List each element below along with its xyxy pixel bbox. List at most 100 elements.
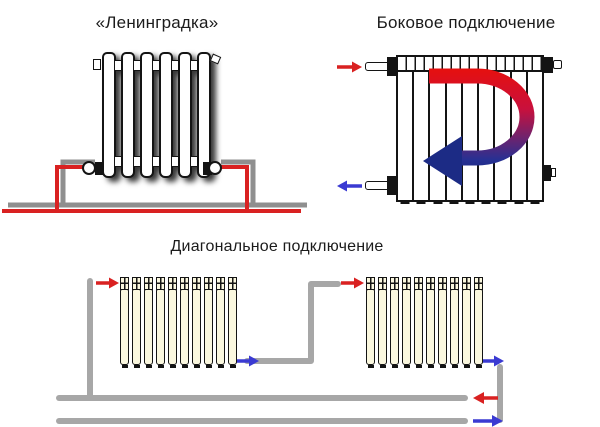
section-nipple-top-icon (113, 60, 122, 71)
radiator-section (512, 72, 528, 204)
radiator-section (197, 52, 211, 178)
inlet-fitting (387, 57, 397, 76)
left-connector (95, 162, 104, 175)
section-body (168, 288, 177, 365)
radiator-section (121, 52, 141, 178)
radiator-section (414, 72, 431, 204)
radiator-section (479, 72, 496, 204)
section-body (120, 288, 129, 365)
section-foot (157, 364, 164, 368)
section-foot (530, 200, 540, 204)
radiator-section (159, 52, 179, 178)
diagonal-connection-title: Диагональное подключение (170, 238, 384, 255)
outlet-pipe-stub (365, 181, 388, 190)
radiator-section (178, 52, 198, 178)
system-supply-arrow (473, 392, 498, 404)
radiator2-inlet-arrow (341, 277, 364, 289)
outlet-fitting (387, 176, 397, 195)
diagonal-radiator-1 (120, 277, 237, 368)
left-valve-icon (82, 161, 96, 175)
radiator-section (228, 277, 237, 368)
section-body (474, 288, 483, 365)
section-nipple-bottom-icon (170, 156, 179, 167)
radiator-section (462, 277, 471, 368)
radiator-section (204, 277, 213, 368)
section-foot (463, 364, 470, 368)
section-foot (439, 364, 446, 368)
section-foot (449, 200, 459, 204)
section-foot (403, 364, 410, 368)
section-nipple-bottom-icon (113, 156, 122, 167)
radiator-top-manifold (396, 55, 544, 72)
section-body (426, 288, 435, 365)
radiator-section (168, 277, 177, 368)
drain-plug-icon (551, 168, 556, 177)
section-body (156, 288, 165, 365)
right-connector (203, 162, 212, 175)
section-foot (145, 364, 152, 368)
section-body (438, 288, 447, 365)
radiator-section (474, 277, 483, 368)
section-foot (121, 364, 128, 368)
radiator1-inlet-arrow (96, 277, 119, 289)
section-foot (217, 364, 224, 368)
radiator-section (120, 277, 129, 368)
shadow-right-riser (221, 159, 256, 207)
radiator2-outlet-arrow (481, 355, 504, 367)
system-return-arrow (473, 415, 503, 427)
section-body (462, 288, 471, 365)
section-foot (367, 364, 374, 368)
section-foot (391, 364, 398, 368)
section-body (192, 288, 201, 365)
radiator-section (402, 277, 411, 368)
side-outlet-arrow (337, 180, 362, 192)
section-body (390, 288, 399, 365)
section-foot (465, 200, 475, 204)
diagonal-radiator-2 (366, 277, 483, 368)
section-foot (415, 364, 422, 368)
air-vent-icon (209, 53, 222, 65)
section-foot (181, 364, 188, 368)
right-riser-pipe (216, 165, 249, 211)
section-body (216, 288, 225, 365)
section-body (204, 288, 213, 365)
section-foot (475, 364, 482, 368)
right-valve-icon (208, 161, 222, 175)
section-foot (481, 200, 491, 204)
left-plug-icon (93, 59, 101, 70)
leningradka-title: «Ленинградка» (95, 13, 219, 32)
section-foot (400, 200, 410, 204)
section-foot (133, 364, 140, 368)
radiator-section (426, 277, 435, 368)
side-inlet-arrow (337, 61, 362, 73)
radiator-section (132, 277, 141, 368)
radiator-section (366, 277, 375, 368)
radiator-section (390, 277, 399, 368)
section-nipple-top-icon (170, 60, 179, 71)
side-radiator-sections (396, 72, 544, 204)
section-nipple-bottom-icon (132, 156, 141, 167)
section-body (366, 288, 375, 365)
radiator-section (192, 277, 201, 368)
air-vent-cap-icon (553, 60, 562, 69)
side-radiator (396, 55, 544, 204)
bottom-right-fitting (542, 165, 551, 181)
section-nipple-bottom-icon (189, 156, 198, 167)
section-foot (416, 200, 426, 204)
side-connection-title: Боковое подключение (376, 13, 556, 32)
section-body (180, 288, 189, 365)
section-foot (205, 364, 212, 368)
radiator-section (430, 72, 447, 204)
section-body (378, 288, 387, 365)
section-body (144, 288, 153, 365)
section-foot (193, 364, 200, 368)
section-nipple-top-icon (151, 60, 160, 71)
radiator-section (216, 277, 225, 368)
section-foot (451, 364, 458, 368)
radiator-section (495, 72, 512, 204)
radiator-section (438, 277, 447, 368)
radiator-section (144, 277, 153, 368)
inter-radiator-pipe (244, 281, 341, 364)
radiator-section (156, 277, 165, 368)
